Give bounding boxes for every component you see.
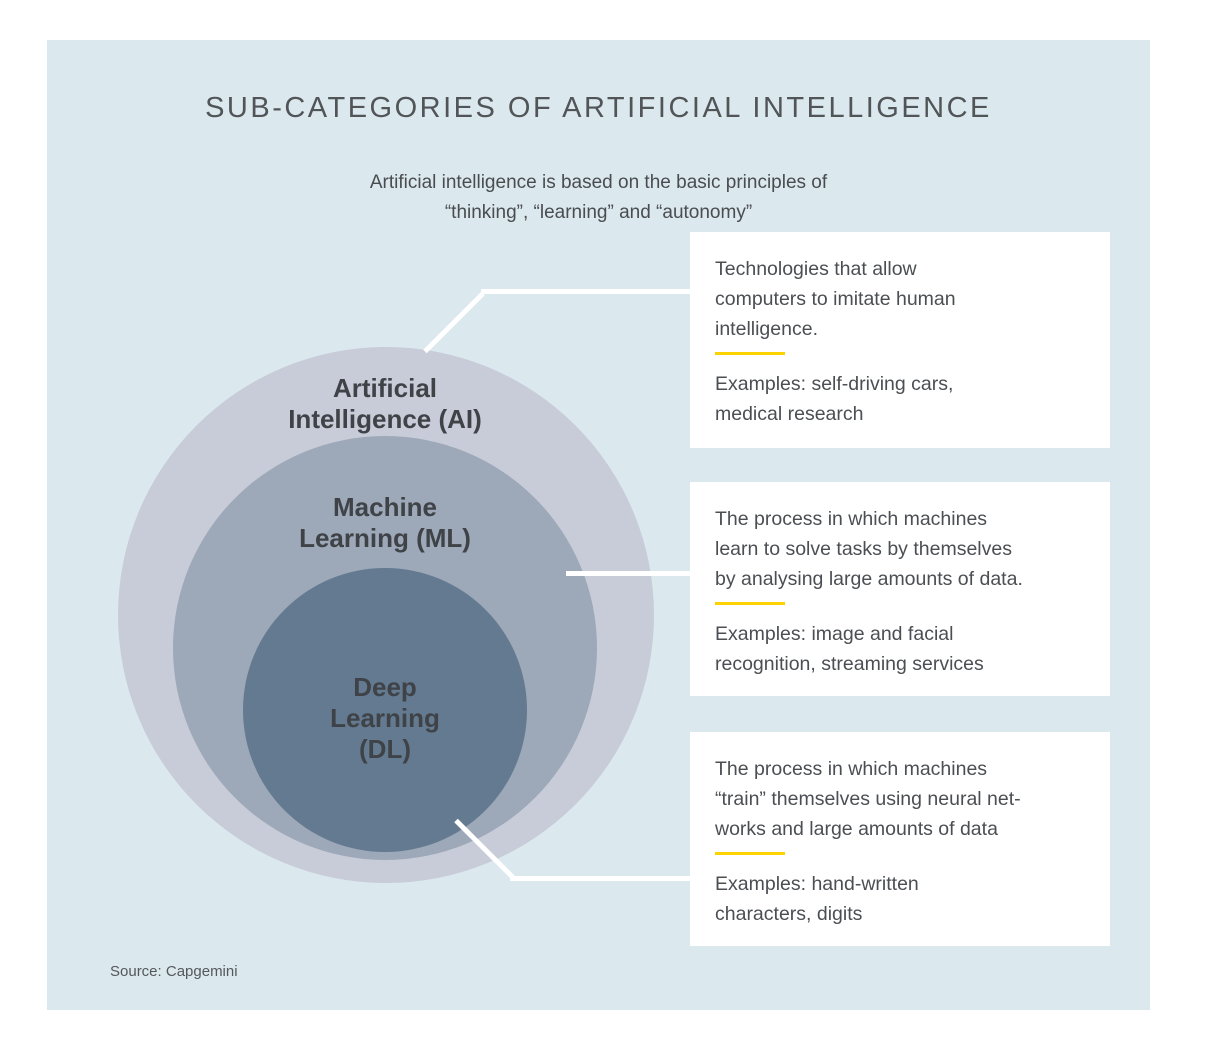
callout-ml-desc-line-1: The process in which machines	[715, 508, 988, 530]
callout-ml-examples-line-1: Examples: image and facial	[715, 623, 954, 645]
yellow-divider	[715, 352, 785, 355]
label-deep-learning: Deep Learning (DL)	[330, 672, 440, 765]
callout-dl-examples-line-1: Examples: hand-written	[715, 873, 919, 895]
callout-dl-desc-line-1: The process in which machines	[715, 758, 988, 780]
connector-ai-diagonal	[423, 291, 485, 354]
callout-ml-description: The process in which machines learn to s…	[715, 504, 1082, 594]
label-ai-line-2: Intelligence (AI)	[288, 404, 482, 434]
label-machine-learning: Machine Learning (ML)	[299, 492, 471, 554]
callout-ai-desc-line-3: intelligence.	[715, 318, 818, 340]
callout-ml-examples-line-2: recognition, streaming services	[715, 653, 984, 675]
callout-dl-desc-line-3: works and large amounts of data	[715, 818, 998, 840]
circle-deep-learning	[243, 568, 527, 852]
callout-ai-desc-line-1: Technologies that allow	[715, 258, 917, 280]
callout-ml-desc-line-3: by analysing large amounts of data.	[715, 568, 1023, 590]
connector-ml-horizontal	[566, 571, 690, 576]
connector-ai-horizontal	[481, 289, 690, 294]
source-credit: Source: Capgemini	[110, 963, 238, 980]
infographic-panel: SUB-CATEGORIES OF ARTIFICIAL INTELLIGENC…	[47, 40, 1150, 1010]
callout-machine-learning: The process in which machines learn to s…	[690, 482, 1110, 696]
callout-dl-description: The process in which machines “train” th…	[715, 754, 1082, 844]
page-title: SUB-CATEGORIES OF ARTIFICIAL INTELLIGENC…	[205, 92, 992, 124]
subtitle: Artificial intelligence is based on the …	[47, 168, 1150, 228]
callout-ai-examples: Examples: self-driving cars, medical res…	[715, 369, 1082, 429]
callout-ai-desc-line-2: computers to imitate human	[715, 288, 956, 310]
callout-ai-examples-line-1: Examples: self-driving cars,	[715, 373, 954, 395]
label-ai-line-1: Artificial	[332, 373, 438, 403]
callout-ml-examples: Examples: image and facial recognition, …	[715, 619, 1082, 679]
yellow-divider	[715, 602, 785, 605]
callout-dl-examples: Examples: hand-written characters, digit…	[715, 869, 1082, 929]
label-ml-line-1: Machine	[332, 492, 438, 522]
label-dl-line-2: Learning	[330, 703, 440, 733]
label-ml-line-2: Learning (ML)	[299, 523, 471, 553]
label-dl-line-3: (DL)	[359, 734, 411, 764]
callout-artificial-intelligence: Technologies that allow computers to imi…	[690, 232, 1110, 448]
label-artificial-intelligence: Artificial Intelligence (AI)	[288, 373, 482, 435]
callout-ml-desc-line-2: learn to solve tasks by themselves	[715, 538, 1012, 560]
callout-ai-examples-line-2: medical research	[715, 403, 864, 425]
callout-ai-description: Technologies that allow computers to imi…	[715, 254, 1082, 344]
subtitle-line-2: “thinking”, “learning” and “autonomy”	[444, 202, 753, 223]
subtitle-line-1: Artificial intelligence is based on the …	[369, 172, 828, 193]
callout-dl-examples-line-2: characters, digits	[715, 903, 863, 925]
yellow-divider	[715, 852, 785, 855]
label-dl-line-1: Deep	[353, 672, 417, 702]
callout-deep-learning: The process in which machines “train” th…	[690, 732, 1110, 946]
connector-dl-horizontal	[510, 876, 690, 881]
callout-dl-desc-line-2: “train” themselves using neural net-	[715, 788, 1021, 810]
